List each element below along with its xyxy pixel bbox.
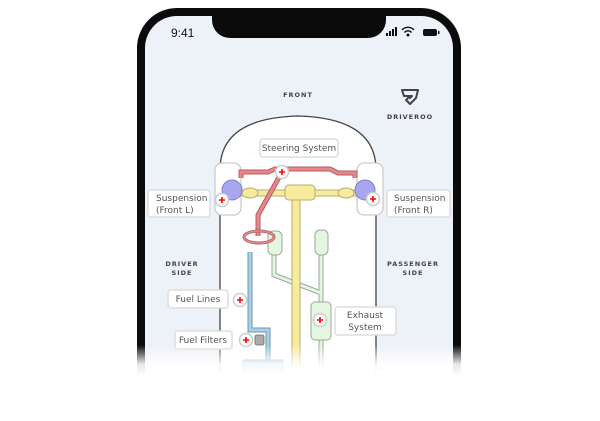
suspension-right-label-1: Suspension: [394, 194, 445, 204]
hotspot-suspension-left[interactable]: Suspension (Front L): [147, 189, 211, 218]
hotspot-suspension-right[interactable]: Suspension (Front R): [386, 189, 451, 218]
hotspot-exhaust[interactable]: Exhaust System: [334, 306, 397, 336]
plus-icon-exhaust[interactable]: [312, 312, 328, 328]
hotspot-fuel-lines[interactable]: Fuel Lines: [167, 289, 229, 309]
front-label: FRONT: [283, 91, 313, 99]
hotspot-steering[interactable]: Steering System: [259, 138, 339, 158]
passenger-side-label-2: SIDE: [403, 269, 424, 277]
notch: [212, 16, 386, 38]
driveroo-logo: DRIVEROO: [387, 89, 433, 121]
steering-label: Steering System: [262, 144, 336, 154]
exhaust-label-1: Exhaust: [347, 311, 384, 321]
status-time: 9:41: [171, 26, 195, 40]
plus-icon-steering[interactable]: [274, 164, 290, 180]
suspension-left-label-1: Suspension: [156, 194, 207, 204]
passenger-side-label-1: PASSENGER: [387, 260, 439, 268]
exhaust-label-2: System: [348, 323, 382, 333]
wifi-icon: [401, 26, 415, 37]
plus-icon-suspension-left[interactable]: [214, 192, 230, 208]
plus-icon-fuel-filters[interactable]: [238, 332, 254, 348]
driver-side-label-2: SIDE: [172, 269, 193, 277]
fuel-filters-label: Fuel Filters: [179, 336, 228, 346]
suspension-right-label-2: (Front R): [394, 206, 433, 216]
steering-system: [238, 166, 358, 245]
plus-icon-suspension-right[interactable]: [365, 191, 381, 207]
drivetrain: [237, 184, 359, 421]
bottom-fade: [0, 345, 600, 421]
brand-name: DRIVEROO: [387, 113, 433, 121]
shield-logo-icon: [401, 89, 419, 105]
fuel-filter-icon: [254, 334, 265, 346]
fuel-lines-label: Fuel Lines: [176, 295, 221, 305]
signal-icon: [386, 27, 397, 36]
driver-side-label-1: DRIVER: [165, 260, 198, 268]
battery-icon: [423, 29, 440, 36]
suspension-left-label-2: (Front L): [156, 206, 194, 216]
plus-icon-fuel-lines[interactable]: [232, 292, 248, 308]
